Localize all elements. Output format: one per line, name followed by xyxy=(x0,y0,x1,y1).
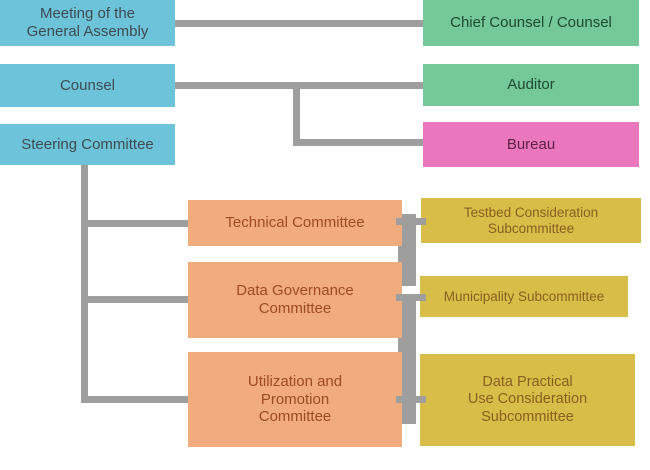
node-technical-committee[interactable]: Technical Committee xyxy=(188,200,402,246)
node-data-practical-subcommittee[interactable]: Data Practical Use Consideration Subcomm… xyxy=(420,354,635,446)
node-utilization-promotion-committee[interactable]: Utilization and Promotion Committee xyxy=(188,352,402,447)
node-steering-committee[interactable]: Steering Committee xyxy=(0,124,175,165)
connector-steering-to-technical xyxy=(81,220,192,227)
connector-subcommittee-spine-lower xyxy=(398,352,416,424)
connector-technical-to-testbed xyxy=(396,218,426,225)
node-counsel[interactable]: Counsel xyxy=(0,64,175,107)
connector-steering-trunk xyxy=(81,164,88,403)
connector-counsel-vertical xyxy=(293,82,300,146)
node-testbed-subcommittee[interactable]: Testbed Consideration Subcommittee xyxy=(421,198,641,243)
connector-steering-to-data-governance xyxy=(81,296,192,303)
node-chief-counsel[interactable]: Chief Counsel / Counsel xyxy=(423,0,639,46)
connector-steering-to-utilization xyxy=(81,396,192,403)
connector-counsel-to-bureau xyxy=(293,139,426,146)
connector-utilization-to-data-practical xyxy=(396,396,426,403)
node-auditor[interactable]: Auditor xyxy=(423,64,639,106)
node-bureau[interactable]: Bureau xyxy=(423,122,639,167)
node-meeting-general-assembly[interactable]: Meeting of the General Assembly xyxy=(0,0,175,46)
connector-subcommittee-spine-middle xyxy=(398,294,416,366)
node-municipality-subcommittee[interactable]: Municipality Subcommittee xyxy=(420,276,628,317)
connector-subcommittee-spine-upper xyxy=(398,214,416,286)
node-data-governance-committee[interactable]: Data Governance Committee xyxy=(188,262,402,338)
connector-assembly-to-chief-counsel xyxy=(172,20,426,27)
connector-data-governance-to-municipality xyxy=(396,294,426,301)
